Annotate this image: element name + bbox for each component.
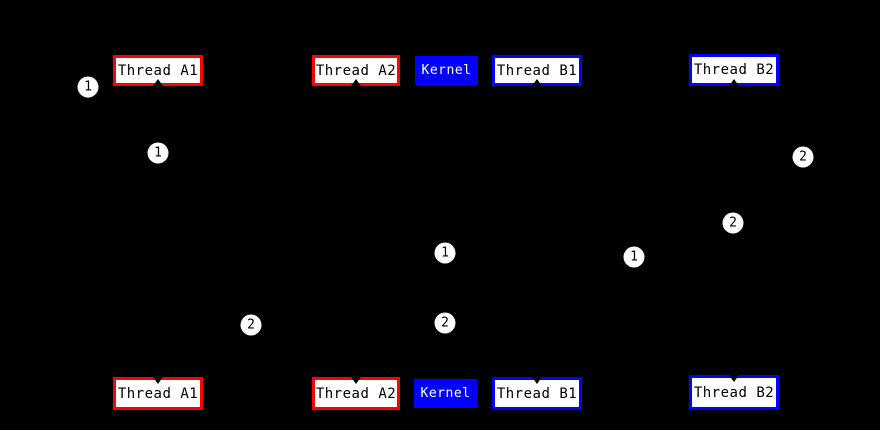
edge-arrowhead-icon	[351, 79, 361, 86]
node-label: Kernel	[421, 63, 472, 78]
edge-arrowhead-icon	[153, 79, 163, 86]
edge-arrowhead-icon	[729, 375, 739, 382]
node-thread-b1-bottom: Thread B1	[492, 377, 582, 410]
node-label: Thread A2	[315, 385, 397, 402]
step-badge: 2	[240, 314, 262, 336]
step-badge: 1	[147, 142, 169, 164]
edge-arrowhead-icon	[532, 79, 542, 86]
step-badge: 2	[792, 146, 814, 168]
node-thread-a2-bottom: Thread A2	[312, 377, 400, 410]
node-thread-a1-bottom: Thread A1	[113, 377, 203, 410]
node-label: Thread B1	[496, 385, 578, 402]
node-label: Kernel	[420, 386, 471, 401]
node-kernel-top: Kernel	[415, 56, 478, 85]
step-badge: 2	[722, 212, 744, 234]
edge-arrowhead-icon	[532, 377, 542, 384]
node-label: Thread B2	[693, 62, 775, 78]
edge-arrowhead-icon	[729, 79, 739, 86]
node-label: Thread A2	[315, 62, 397, 79]
step-badge: 1	[77, 76, 99, 98]
step-badge: 2	[434, 312, 456, 334]
step-badge: 1	[623, 246, 645, 268]
node-label: Thread A1	[117, 385, 199, 402]
edge-arrowhead-icon	[153, 377, 163, 384]
step-badge: 1	[434, 242, 456, 264]
node-thread-a2-top: Thread A2	[312, 55, 400, 86]
node-kernel-bottom: Kernel	[414, 379, 477, 408]
node-thread-b2-top: Thread B2	[689, 54, 779, 86]
node-label: Thread B2	[693, 384, 775, 401]
node-label: Thread B1	[496, 62, 578, 79]
node-thread-b2-bottom: Thread B2	[689, 375, 779, 410]
node-thread-a1-top: Thread A1	[113, 55, 203, 86]
edge-arrowhead-icon	[351, 377, 361, 384]
node-thread-b1-top: Thread B1	[492, 55, 582, 86]
node-label: Thread A1	[117, 62, 199, 79]
